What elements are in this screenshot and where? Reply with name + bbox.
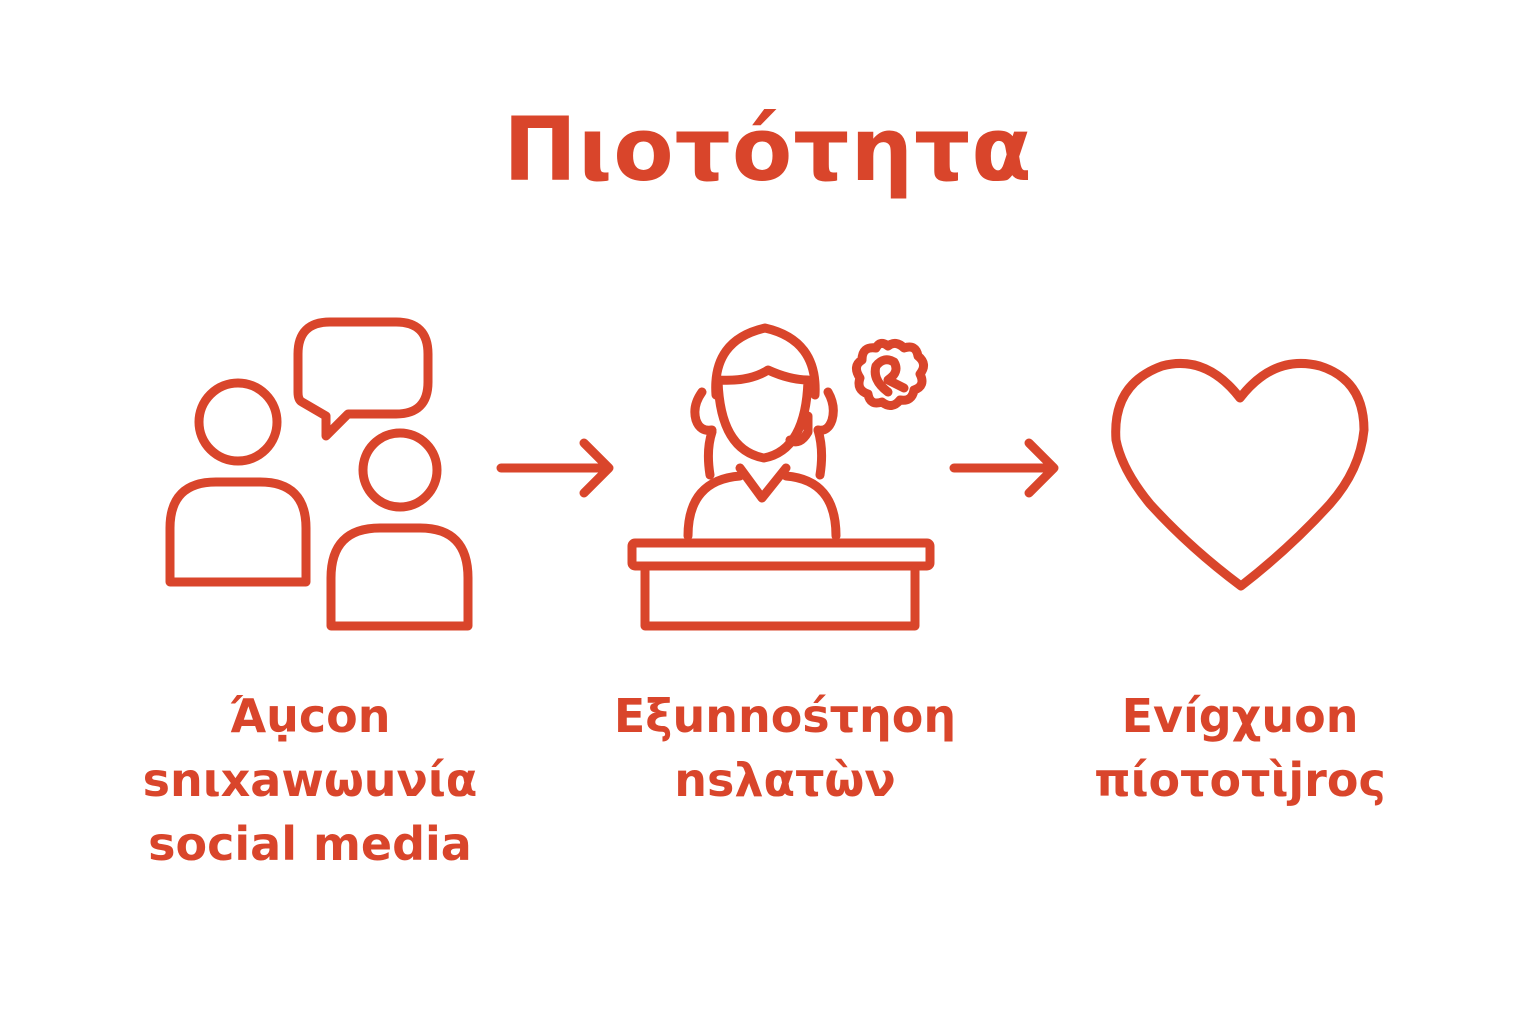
step-label-customer-service: Εξunnοśτηοη nsλατὼν bbox=[560, 684, 1010, 812]
step-label-line: πίοτοτὶjroς bbox=[1094, 753, 1386, 807]
step-label-line: social media bbox=[148, 817, 472, 871]
step-label-line: Εξunnοśτηοη bbox=[613, 689, 957, 743]
step-label-line: Evígχuon bbox=[1121, 689, 1359, 743]
support-agent-icon bbox=[627, 323, 935, 631]
step-label-line: snιxawωuνία bbox=[142, 753, 478, 807]
diagram-title: Πιοτότητα bbox=[503, 98, 1033, 201]
step-label-social-media: Άụcon snιxawωuνία social media bbox=[110, 684, 510, 876]
people-chat-icon bbox=[165, 317, 473, 631]
heart-icon bbox=[1111, 358, 1369, 591]
arrow-icon bbox=[496, 438, 614, 498]
step-label-line: nsλατὼν bbox=[674, 753, 896, 807]
step-label-line: Άụcon bbox=[229, 689, 391, 743]
step-label-loyalty: Evígχuon πίοτοτὶjroς bbox=[1040, 684, 1440, 812]
arrow-icon bbox=[949, 438, 1059, 498]
